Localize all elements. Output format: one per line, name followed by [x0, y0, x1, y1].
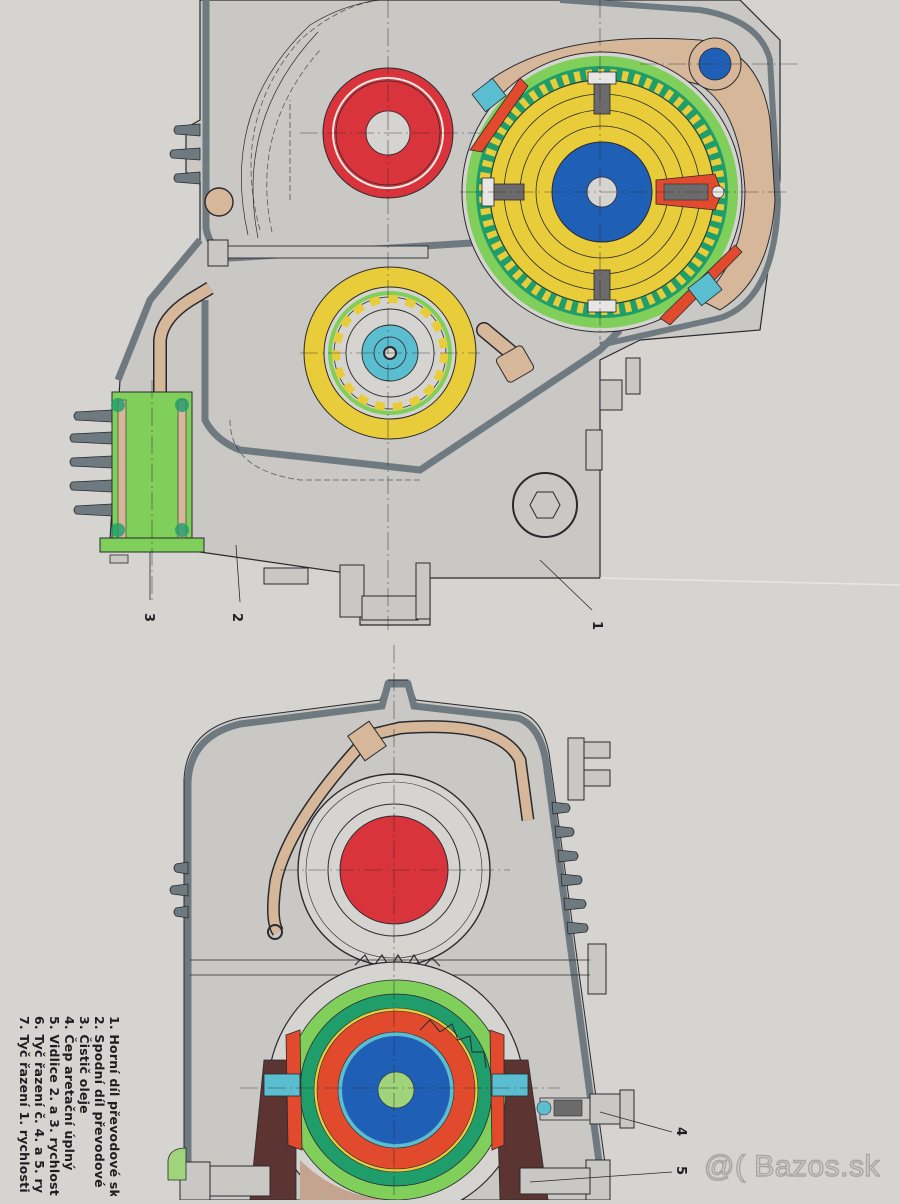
long-bolt — [207, 239, 429, 267]
legend-item: 1. Horní díl převodové sk — [107, 1016, 122, 1196]
parts-legend: 1. Horní díl převodové sk 2. Spodní díl … — [14, 1016, 204, 1196]
legend-item: 4. Čep aretační úplný — [62, 1016, 77, 1171]
synchronizer-lower — [249, 961, 549, 1204]
locating-pin — [204, 187, 234, 217]
cooling-fins-lower — [69, 409, 113, 517]
synchronizer-gear — [461, 37, 776, 333]
callout-5: 5 — [673, 1165, 689, 1176]
callout-3: 3 — [141, 612, 157, 623]
callout-4: 4 — [673, 1126, 689, 1137]
cooling-fins-upper — [169, 123, 201, 185]
legend-item: 2. Spodní díl převodové — [92, 1016, 107, 1188]
top-view — [69, 0, 800, 630]
legend-item: 6. Tyč řazení č. 4. a 5. ry — [32, 1016, 47, 1194]
legend-item: 5. Vidlice 2. a 3. rychlosti — [47, 1016, 62, 1196]
callout-1: 1 — [589, 620, 605, 631]
callout-2: 2 — [229, 612, 245, 623]
legend-item: 7. Tyč řazení 1. rychlosti — [17, 1016, 32, 1193]
legend-item: 3. Čistič oleje — [77, 1016, 92, 1114]
detent-pin — [536, 1089, 635, 1129]
cooling-fins-right — [551, 801, 589, 935]
bottom-view — [167, 645, 673, 1204]
cooling-fins-left — [169, 861, 189, 919]
watermark: @( Bazos.sk — [703, 1149, 880, 1183]
